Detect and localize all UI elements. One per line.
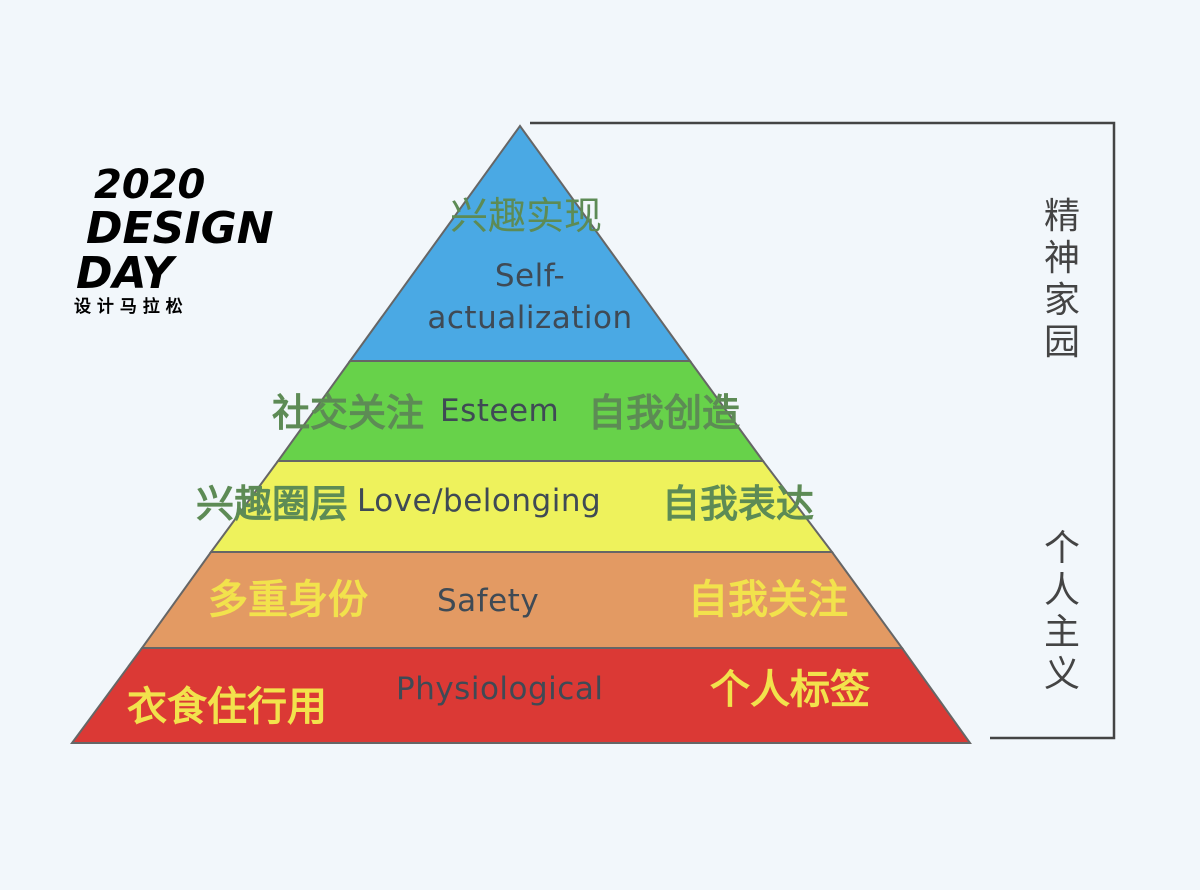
logo-year: 2020: [94, 162, 206, 208]
level-love-en-label: Love/belonging: [357, 483, 602, 519]
level-safety-en-label: Safety: [437, 583, 540, 619]
side-label-top: 精神家园: [1043, 196, 1080, 363]
level-self-en-label: Self- actualization: [427, 258, 633, 336]
level-phys-en-label: Physiological: [396, 671, 604, 707]
level-safety-right-label: 自我关注: [688, 577, 848, 623]
side-label-bottom: 个人主义: [1043, 528, 1080, 695]
level-phys-left-label: 衣食住行用: [127, 684, 327, 730]
level-phys-band: [70, 647, 972, 744]
logo-subtitle: 设 计 马 拉 松: [74, 297, 183, 317]
level-safety-left-label: 多重身份: [208, 577, 368, 623]
side-bracket: [530, 121, 1116, 740]
level-love-left-label: 兴趣圈层: [196, 482, 349, 526]
level-esteem-right-label: 自我创造: [588, 391, 741, 435]
level-esteem-left-label: 社交关注: [272, 391, 425, 435]
level-love-right-label: 自我表达: [662, 482, 815, 526]
level-phys-right-label: 个人标签: [710, 667, 870, 713]
level-esteem-en-label: Esteem: [440, 393, 560, 429]
logo-day: DAY: [76, 248, 174, 299]
logo-design: DESIGN: [86, 203, 274, 254]
level-self-left-label: 兴趣实现: [450, 194, 603, 238]
